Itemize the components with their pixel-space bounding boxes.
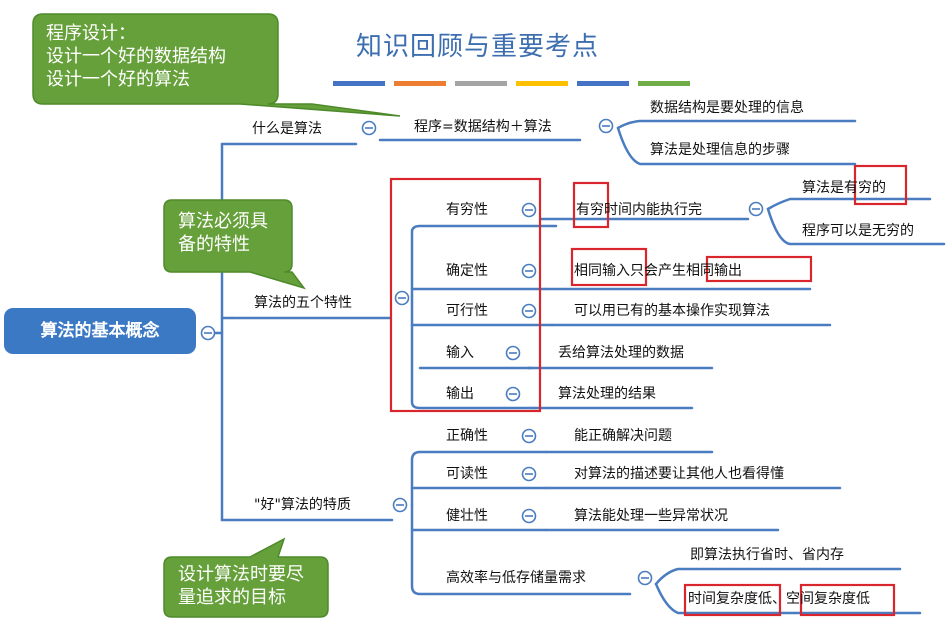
highlight-youqiong bbox=[572, 181, 610, 229]
callout-required-traits bbox=[163, 199, 306, 290]
node-program-infinite[interactable]: 程序可以是无穷的 bbox=[802, 223, 914, 239]
title-bar-segment bbox=[577, 81, 629, 86]
root-node[interactable]: 算法的基本概念 bbox=[4, 308, 196, 354]
callout-program-design-text: 程序设计： 设计一个好的数据结构 设计一个好的算法 bbox=[46, 23, 226, 90]
node-formula[interactable]: 程序=数据结构＋算法 bbox=[414, 119, 552, 135]
collapse-icon[interactable] bbox=[521, 303, 537, 319]
node-complexity[interactable]: 时间复杂度低、空间复杂度低 bbox=[688, 591, 870, 607]
callout-shapes bbox=[32, 13, 401, 618]
node-input-desc[interactable]: 丢给算法处理的数据 bbox=[558, 345, 684, 361]
highlight-youqiongde bbox=[853, 164, 908, 206]
collapse-icon[interactable] bbox=[521, 202, 537, 218]
highlight-boxes bbox=[389, 164, 908, 617]
node-definite[interactable]: 确定性 bbox=[446, 263, 488, 279]
node-readable[interactable]: 可读性 bbox=[446, 466, 488, 482]
highlight-same-output bbox=[705, 255, 813, 283]
node-definite-desc[interactable]: 相同输入只会产生相同输出 bbox=[574, 263, 742, 279]
highlight-time-complexity bbox=[683, 583, 782, 617]
node-feasible-desc[interactable]: 可以用已有的基本操作实现算法 bbox=[574, 303, 770, 319]
page-title: 知识回顾与重要考点 bbox=[356, 32, 600, 62]
node-output[interactable]: 输出 bbox=[446, 386, 474, 402]
collapse-icon[interactable] bbox=[521, 508, 537, 524]
title-bar-segment bbox=[516, 81, 568, 86]
highlight-same-input bbox=[570, 247, 648, 287]
node-good-algorithm[interactable]: "好"算法的特质 bbox=[254, 497, 351, 513]
collapse-icon[interactable] bbox=[394, 290, 410, 306]
collapse-icon[interactable] bbox=[521, 466, 537, 482]
callout-program-design bbox=[32, 13, 401, 117]
node-algo-steps[interactable]: 算法是处理信息的步骤 bbox=[650, 142, 790, 158]
collapse-icon[interactable] bbox=[200, 325, 216, 341]
highlight-five-traits bbox=[389, 177, 542, 413]
collapse-icon[interactable] bbox=[637, 570, 653, 586]
highlight-space-complexity bbox=[799, 583, 896, 617]
node-input[interactable]: 输入 bbox=[446, 345, 474, 361]
node-correct-desc[interactable]: 能正确解决问题 bbox=[574, 428, 672, 444]
collapse-icon[interactable] bbox=[392, 497, 408, 513]
collapse-icon[interactable] bbox=[748, 201, 764, 217]
collapse-icon[interactable] bbox=[521, 263, 537, 279]
node-efficiency-desc[interactable]: 即算法执行省时、省内存 bbox=[690, 547, 844, 563]
node-algo-finite[interactable]: 算法是有穷的 bbox=[802, 180, 886, 196]
collapse-icon[interactable] bbox=[505, 386, 521, 402]
collapse-icons[interactable] bbox=[200, 118, 764, 586]
node-output-desc[interactable]: 算法处理的结果 bbox=[558, 386, 656, 402]
title-bar-segment bbox=[333, 81, 385, 86]
callout-goal bbox=[163, 537, 329, 618]
node-five-traits[interactable]: 算法的五个特性 bbox=[254, 295, 352, 311]
callout-required-traits-text: 算法必须具 备的特性 bbox=[178, 211, 268, 255]
collapse-icon[interactable] bbox=[361, 120, 377, 136]
collapse-icon[interactable] bbox=[598, 118, 614, 134]
title-bar-segment bbox=[455, 81, 507, 86]
title-color-bar bbox=[333, 81, 690, 86]
title-bar-segment bbox=[394, 81, 446, 86]
node-feasible[interactable]: 可行性 bbox=[446, 303, 488, 319]
node-efficiency[interactable]: 高效率与低存储量需求 bbox=[446, 570, 586, 586]
node-robust-desc[interactable]: 算法能处理一些异常状况 bbox=[574, 508, 728, 524]
title-bar-segment bbox=[638, 81, 690, 86]
node-robust[interactable]: 健壮性 bbox=[446, 508, 488, 524]
node-correct[interactable]: 正确性 bbox=[446, 428, 488, 444]
callout-goal-text: 设计算法时要尽 量追求的目标 bbox=[178, 564, 304, 608]
collapse-icon[interactable] bbox=[505, 345, 521, 361]
node-finite-desc[interactable]: 有穷时间内能执行完 bbox=[576, 202, 702, 218]
node-what-is-algorithm[interactable]: 什么是算法 bbox=[252, 121, 322, 137]
node-ds-info[interactable]: 数据结构是要处理的信息 bbox=[650, 100, 804, 116]
node-readable-desc[interactable]: 对算法的描述要让其他人也看得懂 bbox=[574, 466, 784, 482]
collapse-icon[interactable] bbox=[521, 428, 537, 444]
node-finite[interactable]: 有穷性 bbox=[446, 202, 488, 218]
connector-lines bbox=[212, 119, 946, 615]
